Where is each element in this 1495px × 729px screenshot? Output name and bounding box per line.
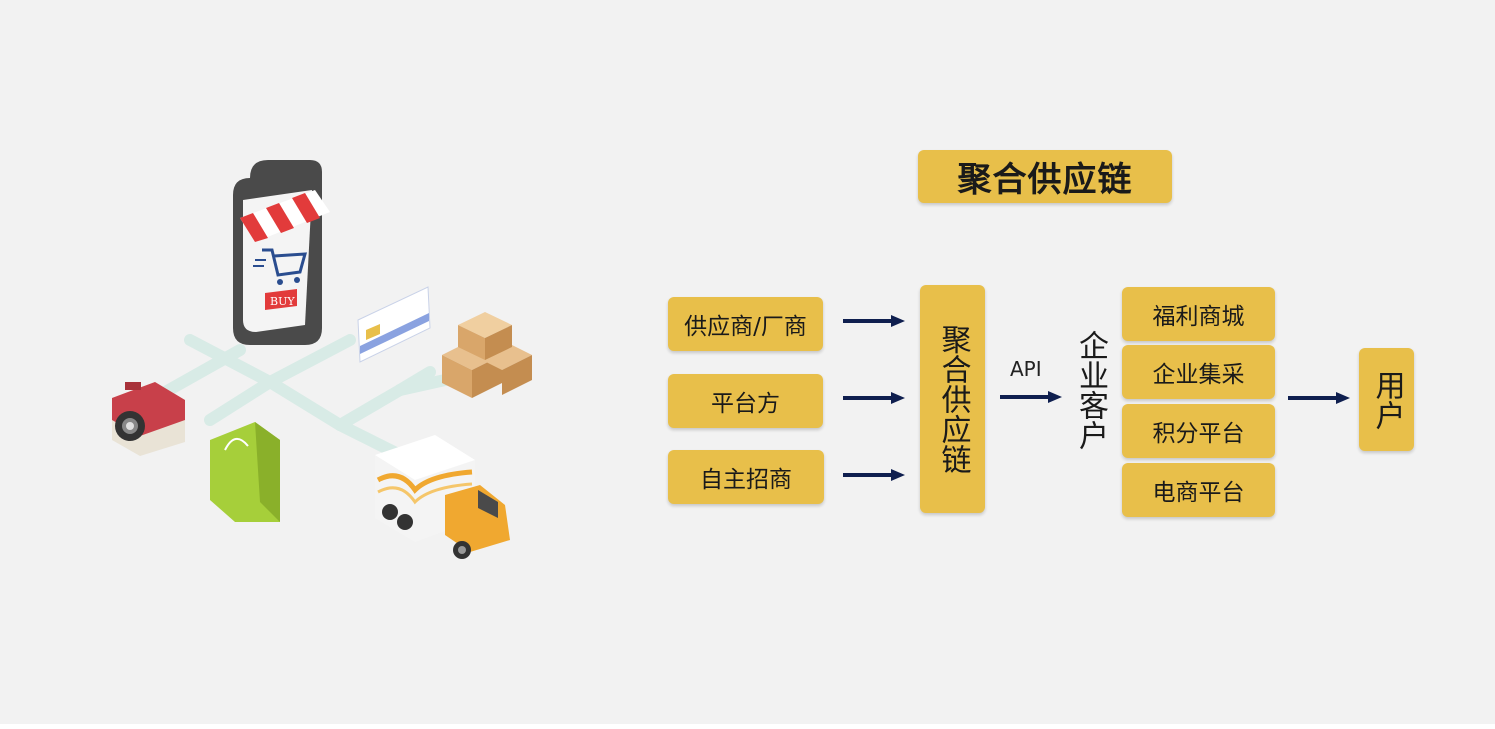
- end-user-box: 用户: [1359, 348, 1414, 451]
- credit-card-icon: [357, 286, 431, 363]
- buy-label: BUY: [270, 295, 295, 308]
- camera-icon: [112, 382, 185, 456]
- arrow-right-icon: [843, 467, 905, 483]
- end-user-label: 用户: [1369, 369, 1405, 430]
- bottom-strip: [0, 724, 1495, 729]
- shopping-bag-icon: [210, 422, 280, 522]
- diagram-title: 聚合供应链: [918, 150, 1172, 203]
- source-platform: 平台方: [668, 374, 823, 428]
- channel-points-platform: 积分平台: [1122, 404, 1275, 458]
- enterprise-customer-label: 企业客户: [1073, 330, 1108, 450]
- api-label: API: [1010, 357, 1042, 381]
- channel-ecommerce-platform: 电商平台: [1122, 463, 1275, 517]
- arrow-right-icon: [843, 313, 905, 329]
- channel-welfare-mall: 福利商城: [1122, 287, 1275, 341]
- smartphone-icon: BUY: [233, 160, 330, 345]
- delivery-truck-icon: [375, 435, 510, 559]
- arrow-right-icon: [843, 390, 905, 406]
- source-supplier: 供应商/厂商: [668, 297, 823, 351]
- ecommerce-illustration: BUY: [112, 160, 532, 559]
- arrow-right-icon: [1288, 390, 1350, 406]
- network-lines-icon: [154, 334, 451, 461]
- arrow-right-icon: [1000, 389, 1062, 405]
- package-boxes-icon: [442, 312, 532, 398]
- source-self-recruit: 自主招商: [668, 450, 824, 504]
- hub-aggregated-supply-chain: 聚合供应链: [920, 285, 985, 513]
- hub-label: 聚合供应链: [935, 324, 971, 474]
- channel-enterprise-procurement: 企业集采: [1122, 345, 1275, 399]
